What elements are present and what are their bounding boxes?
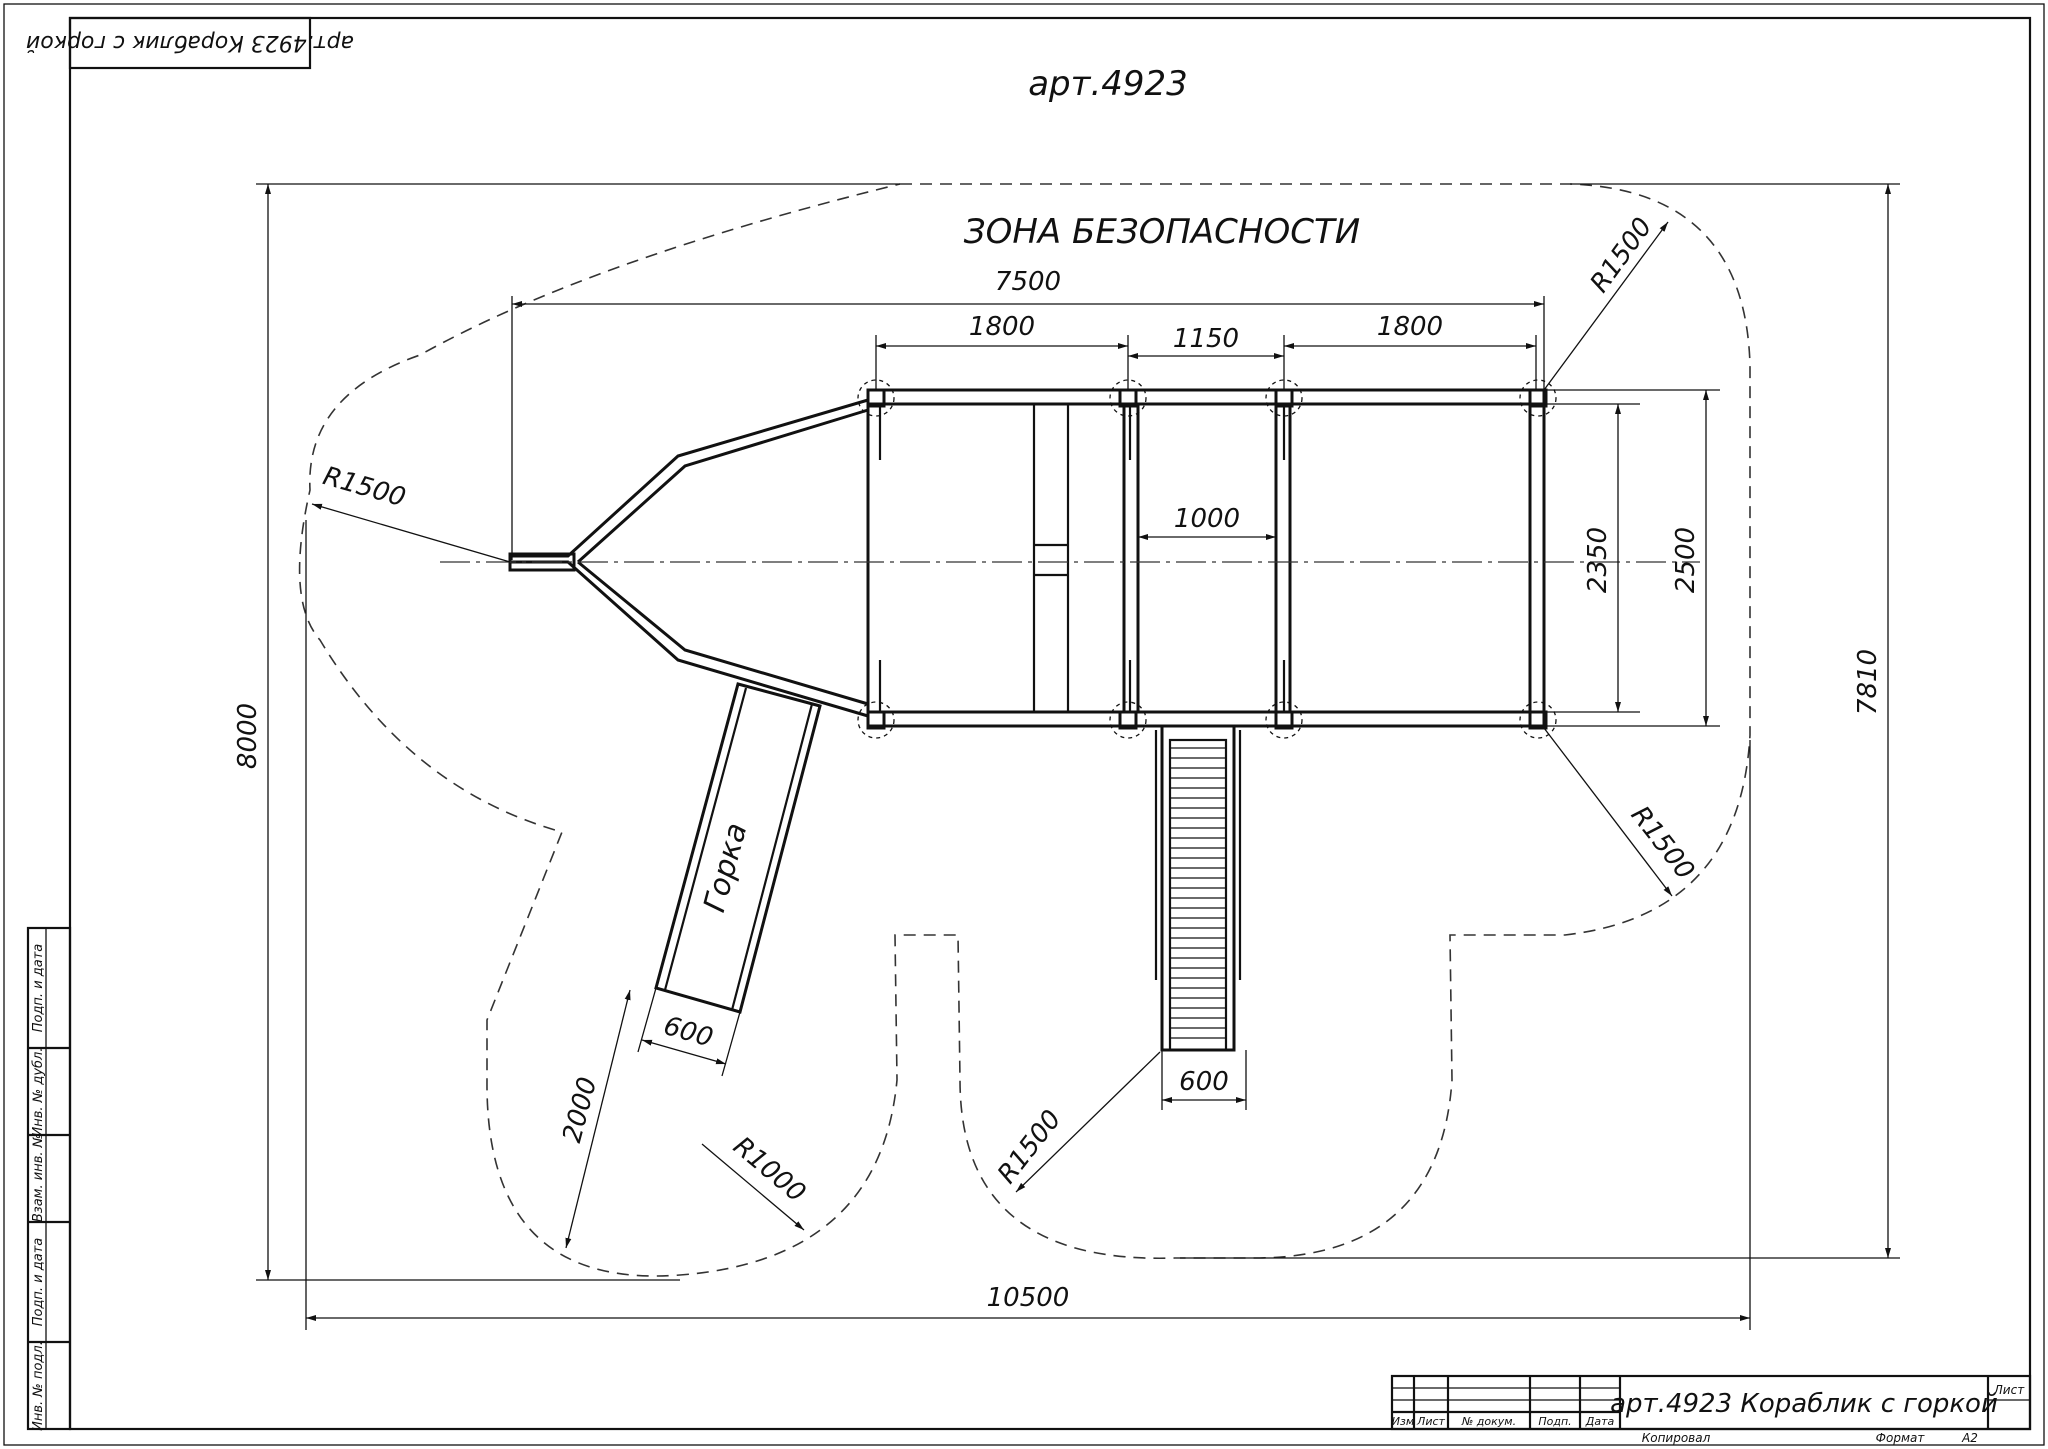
dim-depth-inner: 2350 bbox=[1583, 527, 1613, 593]
safety-zone-outline bbox=[298, 183, 1751, 1277]
dim-inner-span: 1000 bbox=[1174, 504, 1240, 534]
dim-zone-height-right: 7810 bbox=[1853, 649, 1883, 715]
side-stamp-2: Инв. № дубл. bbox=[31, 1048, 46, 1137]
title-block: Изм Лист № докум. Подп. Дата арт.4923 Ко… bbox=[1390, 1374, 2032, 1445]
dim-depth-outer: 2500 bbox=[1671, 527, 1701, 593]
radius-left: R1500 bbox=[320, 461, 409, 513]
dim-zone-height-left: 8000 bbox=[233, 703, 263, 769]
tb-col-podp: Подп. bbox=[1538, 1415, 1571, 1428]
tb-col-doc: № докум. bbox=[1461, 1415, 1516, 1428]
side-stamp-3: Взам. инв. № bbox=[31, 1134, 46, 1222]
dimension-lines: 7500 1800 1150 1800 1000 2350 2500 7810 … bbox=[233, 183, 1900, 1330]
side-stamp-5: Инв. № подл. bbox=[31, 1341, 46, 1431]
radius-bottom-center: R1500 bbox=[992, 1105, 1068, 1190]
side-stamp-1: Подп. и дата bbox=[31, 944, 46, 1033]
radius-bottom-right: R1500 bbox=[1625, 801, 1701, 886]
corner-stamp: арт.4923 Кораблик с горкой bbox=[26, 16, 354, 70]
dim-bay-middle: 1150 bbox=[1173, 324, 1239, 354]
ship-structure bbox=[440, 379, 1700, 739]
tb-copied: Копировал bbox=[1642, 1431, 1711, 1445]
inner-frame bbox=[68, 16, 2032, 1431]
side-stamp-4: Подп. и дата bbox=[31, 1238, 46, 1327]
corner-stamp-text: арт.4923 Кораблик с горкой bbox=[26, 30, 354, 55]
dim-slide-runout: 2000 bbox=[557, 1074, 603, 1146]
safety-zone-label: ЗОНА БЕЗОПАСНОСТИ bbox=[964, 212, 1360, 252]
tb-col-izm: Изм bbox=[1392, 1415, 1414, 1428]
outer-border bbox=[3, 3, 2045, 1446]
dim-bay-right: 1800 bbox=[1377, 312, 1443, 342]
radius-leaders: R1500 R1500 R1500 R1500 R1000 bbox=[311, 212, 1701, 1231]
slide: Горка bbox=[654, 682, 822, 1014]
dim-zone-width-bottom: 10500 bbox=[987, 1283, 1070, 1313]
tb-sheet-label: Лист bbox=[1993, 1383, 2025, 1397]
tb-col-list: Лист bbox=[1416, 1415, 1445, 1428]
article-title: арт.4923 bbox=[1028, 64, 1188, 104]
dim-stair-width: 600 bbox=[1179, 1067, 1229, 1097]
radius-slide-end: R1000 bbox=[727, 1131, 811, 1208]
dim-7500: 7500 bbox=[995, 267, 1061, 297]
stairs bbox=[1154, 724, 1242, 1052]
tb-designation: арт.4923 Кораблик с горкой bbox=[1610, 1389, 1998, 1419]
side-stamp: Подп. и дата Инв. № дубл. Взам. инв. № П… bbox=[26, 926, 72, 1431]
dim-bay-left: 1800 bbox=[969, 312, 1035, 342]
tb-col-data: Дата bbox=[1585, 1415, 1615, 1428]
tb-format-value: А2 bbox=[1961, 1431, 1978, 1445]
tb-format-label: Формат bbox=[1876, 1431, 1926, 1445]
